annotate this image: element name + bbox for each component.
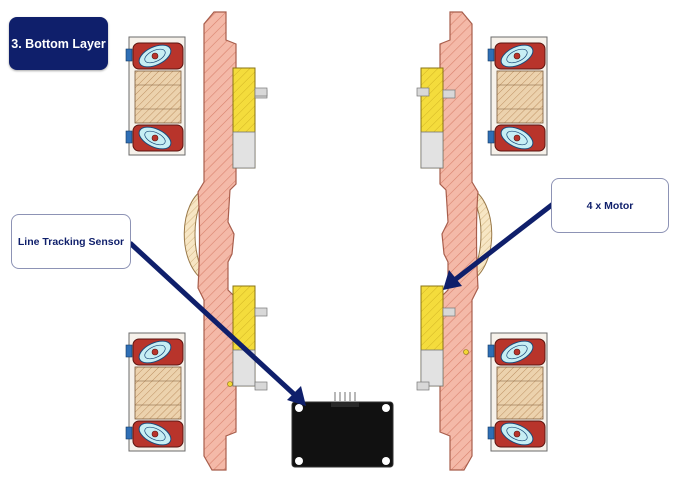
mecanum-wheel-icon [487, 332, 548, 452]
mecanum-wheel-icon [125, 332, 186, 452]
motor-icon [232, 67, 268, 169]
left-assembly [125, 11, 268, 471]
chassis-plate-left-icon [197, 11, 237, 471]
motor-icon [232, 285, 268, 387]
sensor-callout-label: Line Tracking Sensor [11, 214, 131, 269]
motor-callout-label: 4 x Motor [551, 178, 669, 233]
sensor-pointer-arrow [128, 241, 306, 406]
chassis-plate-right-icon [439, 11, 479, 471]
section-title-badge: 3. Bottom Layer [9, 17, 108, 70]
right-assembly [416, 11, 548, 471]
motor-pointer-arrow [443, 202, 555, 290]
mecanum-wheel-icon [125, 36, 186, 156]
mecanum-wheel-icon [487, 36, 548, 156]
line-tracking-sensor-icon [291, 392, 394, 468]
